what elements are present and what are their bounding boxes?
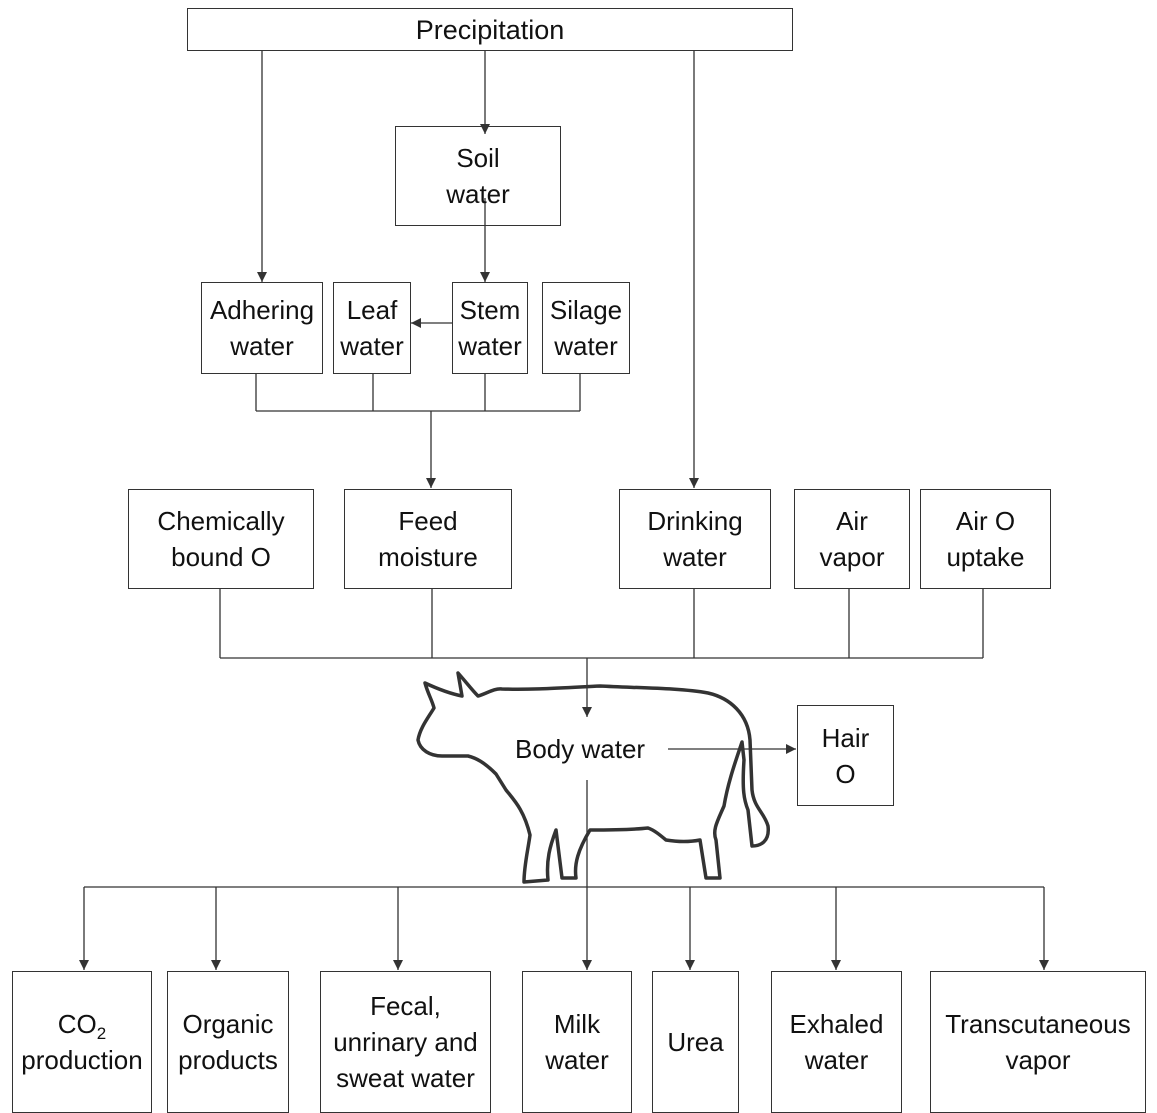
fecal-line3: sweat water [336,1063,475,1093]
exhaled-water-box: Exhaled water [771,971,902,1113]
co2-label-co: CO [57,1009,97,1039]
exhaled-water-line2: water [804,1045,869,1075]
leaf-water-label-line1: Leaf [346,295,398,325]
stem-water-label-line2: water [458,331,522,361]
adhering-water-box: Adhering water [201,282,323,374]
organic-products-box: Organic products [167,971,289,1113]
co2-label-sub: 2 [96,1024,107,1044]
milk-water-line1: Milk [553,1009,601,1039]
drinking-water-line1: Drinking [647,506,743,536]
precipitation-box: Precipitation [187,8,793,51]
urea-box: Urea [652,971,739,1113]
feed-moisture-box: Feed moisture [344,489,512,589]
chemically-bound-o-line2: bound O [171,542,271,572]
soil-water-box: Soil water [395,126,561,226]
exhaled-water-line1: Exhaled [789,1009,884,1039]
transcutaneous-vapor-box: Transcutaneous vapor [930,971,1146,1113]
precipitation-label: Precipitation [415,14,565,45]
soil-water-label-line1: Soil [456,143,500,173]
hair-o-line2: O [835,758,856,789]
chemically-bound-o-line1: Chemically [157,506,285,536]
air-vapor-line2: vapor [819,542,885,572]
cow-outline-icon [416,671,770,884]
hair-o-box: Hair O [797,705,894,806]
air-vapor-box: Air vapor [794,489,910,589]
fecal-urinary-sweat-box: Fecal, unrinary and sweat water [320,971,491,1113]
hair-o-line1: Hair [821,722,870,753]
soil-water-label-line2: water [446,179,510,209]
urea-label: Urea [667,1027,724,1057]
milk-water-line2: water [545,1045,609,1075]
transcutaneous-line2: vapor [1005,1045,1071,1075]
co2-label-line2: production [21,1045,143,1075]
silage-water-box: Silage water [542,282,630,374]
co2-production-box: CO2 production [12,971,152,1113]
air-o-uptake-line2: uptake [946,542,1025,572]
air-o-uptake-line1: Air O [955,506,1016,536]
leaf-water-box: Leaf water [333,282,411,374]
adhering-water-label-line2: water [230,331,294,361]
organic-products-line1: Organic [182,1009,274,1039]
chemically-bound-o-box: Chemically bound O [128,489,314,589]
leaf-water-label-line2: water [340,331,404,361]
drinking-water-line2: water [663,542,727,572]
drinking-water-box: Drinking water [619,489,771,589]
silage-water-label-line2: water [554,331,618,361]
milk-water-box: Milk water [522,971,632,1113]
adhering-water-label-line1: Adhering [209,295,315,325]
silage-water-label-line1: Silage [549,295,623,325]
air-vapor-line1: Air [836,506,868,536]
stem-water-box: Stem water [452,282,528,374]
feed-moisture-line2: moisture [378,542,478,572]
fecal-line1: Fecal, [370,991,441,1021]
stem-water-label-line1: Stem [459,295,521,325]
transcutaneous-line1: Transcutaneous [945,1009,1131,1039]
body-water-label: Body water [513,733,648,765]
air-o-uptake-box: Air O uptake [920,489,1051,589]
feed-moisture-line1: Feed [398,506,458,536]
fecal-line2: unrinary and [333,1027,478,1057]
organic-products-line2: products [178,1045,278,1075]
